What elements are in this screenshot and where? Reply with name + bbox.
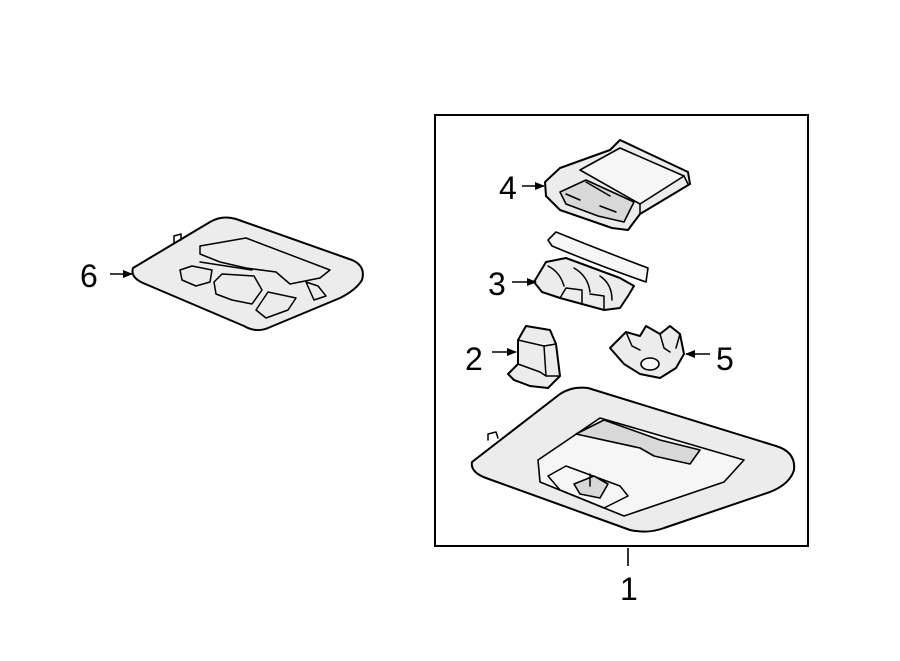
part-4-lamp-housing[interactable] <box>544 139 691 231</box>
part-5-bracket[interactable] <box>609 325 685 379</box>
callout-3: 3 <box>488 266 506 302</box>
part-3-lens[interactable] <box>533 231 649 311</box>
callout-1: 1 <box>620 571 638 607</box>
assembly-1-box <box>434 114 809 547</box>
callout-4: 4 <box>499 170 517 206</box>
part-2-switch[interactable] <box>507 325 561 389</box>
part-6-console-cover[interactable] <box>131 216 364 332</box>
part-1-console-base[interactable] <box>470 386 796 533</box>
callout-2: 2 <box>465 341 483 377</box>
callout-5: 5 <box>716 341 734 377</box>
callout-6: 6 <box>80 258 98 294</box>
